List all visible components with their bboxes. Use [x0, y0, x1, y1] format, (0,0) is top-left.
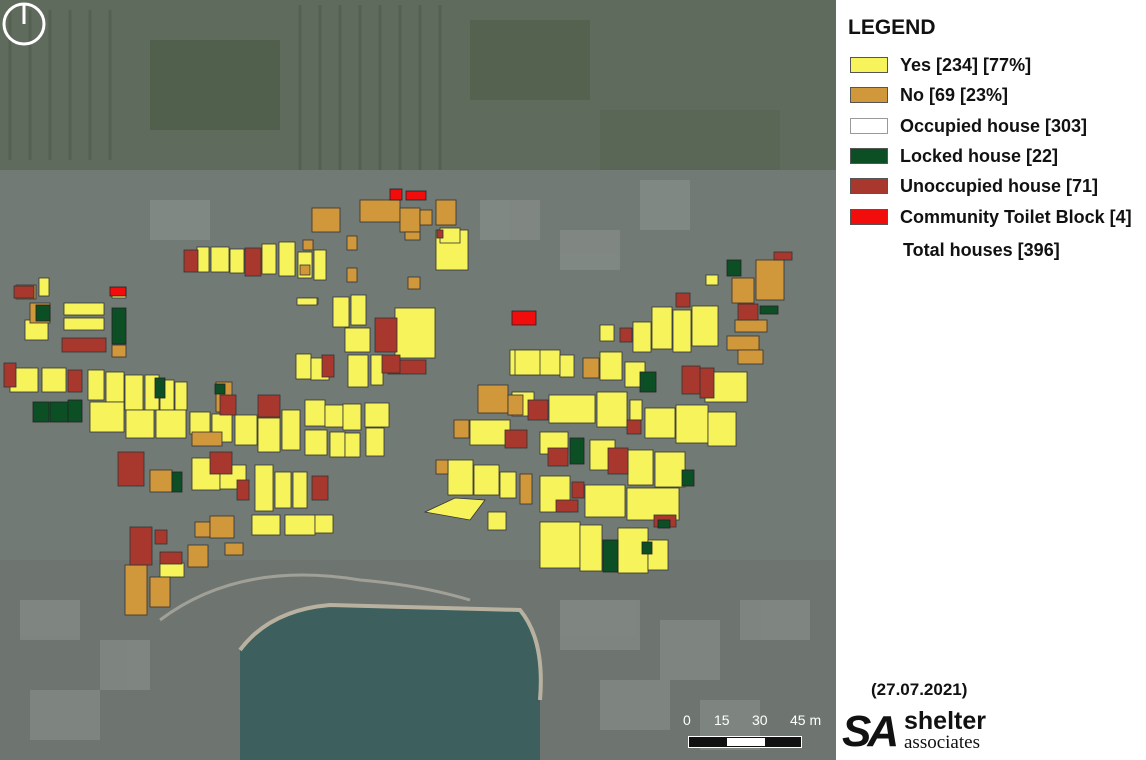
houses-unoccupied: [3, 229, 793, 566]
legend-item-locked: Locked house [22]: [850, 145, 1058, 167]
map-date: (27.07.2021): [871, 680, 968, 699]
community-toilet-blocks: [109, 188, 537, 326]
houses-locked: [32, 259, 779, 573]
legend-panel: [836, 0, 1146, 760]
houses-yes: [9, 227, 748, 578]
scale-bar: 0 15 30 45 m: [683, 712, 836, 752]
legend-swatch-unoccupied: [850, 178, 888, 194]
north-arrow-icon: [2, 2, 46, 46]
legend-label-locked: Locked house [22]: [900, 145, 1059, 166]
legend-swatch-locked: [850, 148, 888, 164]
scale-label-15: 15: [714, 712, 730, 728]
houses-no: [15, 199, 785, 616]
scale-bar-track: [688, 736, 802, 748]
satellite-map[interactable]: 0 15 30 45 m: [0, 0, 836, 760]
legend-item-no: No [69 [23%]: [850, 84, 1008, 106]
legend-total-houses: Total houses [396]: [903, 240, 1060, 260]
legend-item-yes: Yes [234] [77%]: [850, 54, 1031, 76]
legend-swatch-no: [850, 87, 888, 103]
logo-mark: SA: [842, 707, 899, 756]
scale-label-0: 0: [683, 712, 691, 728]
legend-label-no: No [69 [23%]: [900, 84, 1009, 105]
legend-label-toilet-block: Community Toilet Block [4]: [900, 206, 1132, 227]
legend-label-yes: Yes [234] [77%]: [900, 54, 1032, 75]
legend-item-toilet-block: Community Toilet Block [4]: [850, 206, 1132, 228]
scale-label-45: 45 m: [790, 712, 822, 728]
logo-line2: associates: [904, 732, 980, 753]
legend-swatch-occupied: [850, 118, 888, 134]
legend-label-unoccupied: Unoccupied house [71]: [900, 175, 1099, 196]
logo-line1: shelter: [904, 707, 986, 735]
legend-swatch-toilet-block: [850, 209, 888, 225]
legend-item-unoccupied: Unoccupied house [71]: [850, 175, 1098, 197]
shelter-associates-logo: SA shelter associates: [842, 708, 1002, 758]
pond: [240, 605, 541, 760]
map-canvas: [0, 0, 836, 760]
scale-label-30: 30: [752, 712, 768, 728]
legend-item-occupied: Occupied house [303]: [850, 115, 1087, 137]
legend-label-occupied: Occupied house [303]: [900, 115, 1088, 136]
legend-swatch-yes: [850, 57, 888, 73]
legend-title: LEGEND: [848, 16, 936, 39]
